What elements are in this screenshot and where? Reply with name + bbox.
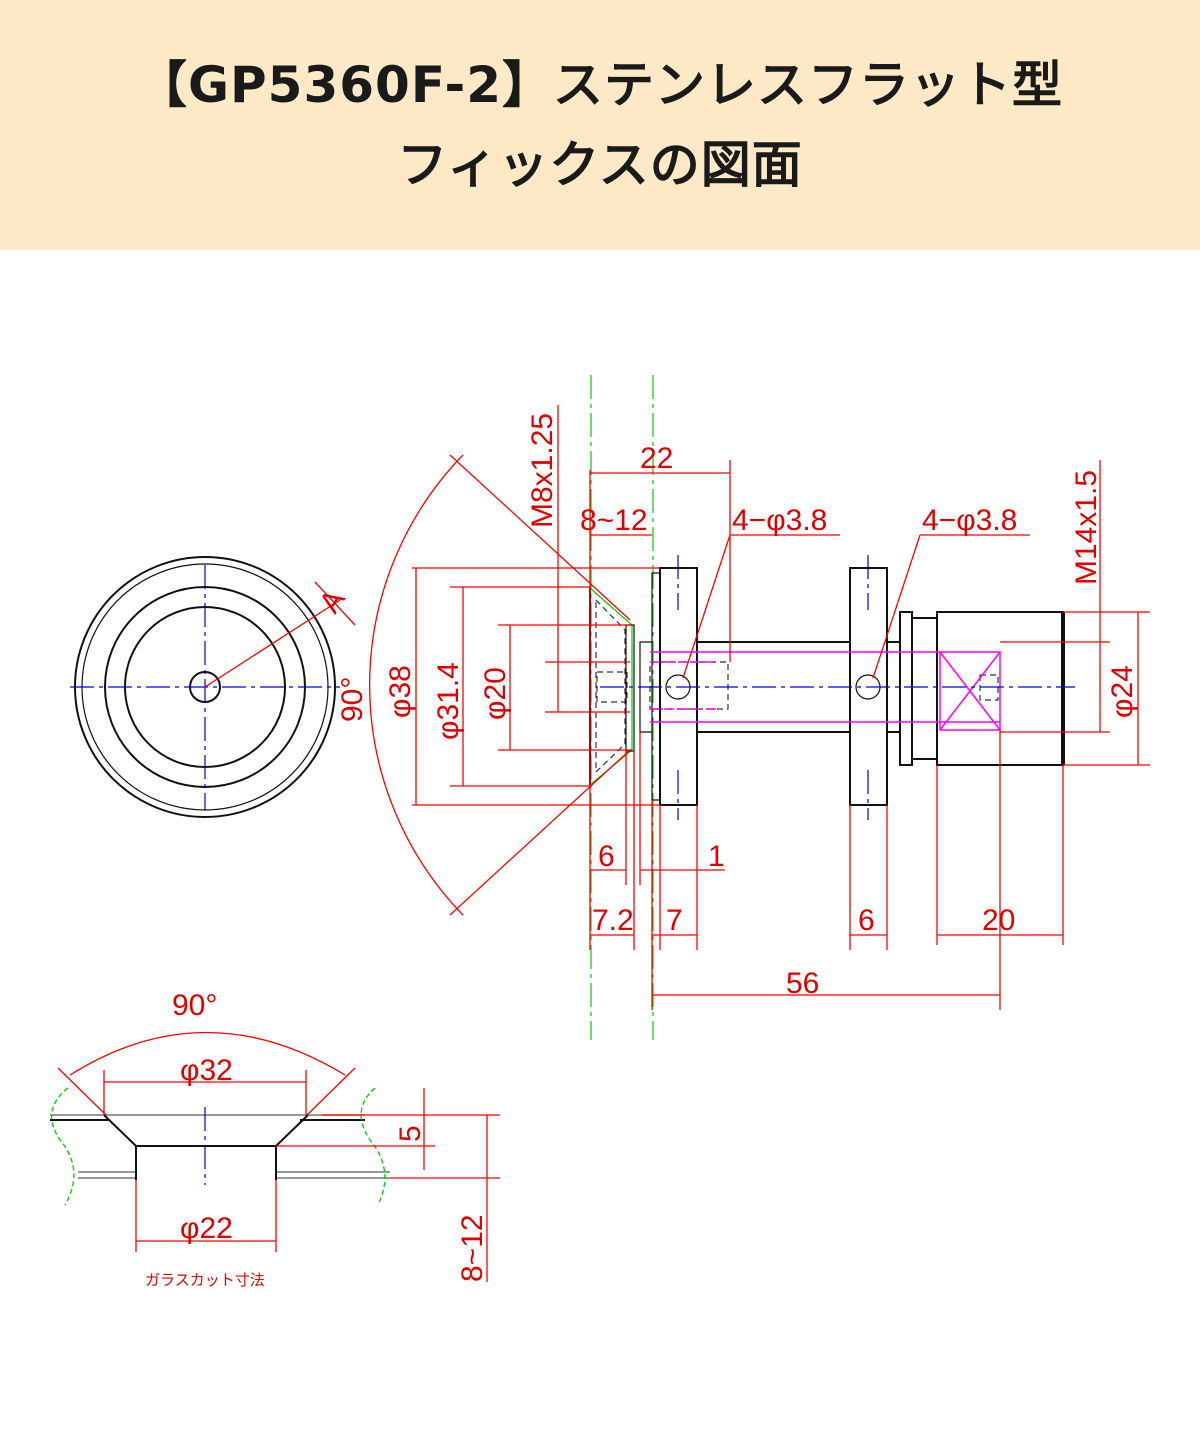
hidden-lines <box>595 598 999 774</box>
page-header: 【GP5360F-2】ステンレスフラット型 フィックスの図面 <box>0 0 1200 250</box>
front-view <box>70 556 356 818</box>
bolt-hidden <box>650 661 720 710</box>
glass-angle-90: 90° <box>172 989 217 1022</box>
glass-cut-caption: ガラスカット寸法 <box>145 1271 265 1289</box>
side-dimension-lines <box>368 405 1150 1010</box>
thread-hidden <box>650 651 1001 731</box>
dim-bolt-thread: M8x1.25 <box>526 413 559 528</box>
dim-dia-38: φ38 <box>384 665 417 718</box>
glass-dia-22: φ22 <box>180 1212 233 1245</box>
side-view <box>589 555 1075 820</box>
dim-1: 1 <box>708 840 725 873</box>
glass-face-lines <box>590 375 654 1040</box>
glass-cut-detail <box>50 1031 500 1282</box>
dim-20: 20 <box>982 904 1015 937</box>
dim-6-top: 6 <box>598 840 615 873</box>
dim-hole-right: 4−φ3.8 <box>922 504 1017 537</box>
title-line-2: フィックスの図面 <box>397 136 803 194</box>
glass-dia-32: φ32 <box>180 1054 233 1087</box>
cut-profile <box>50 1114 365 1180</box>
dim-7: 7 <box>666 904 683 937</box>
section-marker <box>204 581 356 688</box>
dim-22: 22 <box>640 442 673 475</box>
dim-dia-20: φ20 <box>479 667 512 720</box>
glass-edges <box>50 1114 390 1179</box>
nut-and-body <box>899 611 1064 766</box>
front-centerlines <box>70 565 340 810</box>
dim-end-thread: M14x1.5 <box>1070 470 1103 585</box>
glass-depth-5: 5 <box>394 1125 427 1142</box>
cut-dimension-lines <box>57 1031 500 1282</box>
dim-56: 56 <box>786 967 819 1000</box>
dim-hole-left: 4−φ3.8 <box>732 504 827 537</box>
side-centerlines <box>600 555 1075 820</box>
glass-thickness: 8~12 <box>456 1214 489 1282</box>
dim-dia-31-4: φ31.4 <box>432 662 465 740</box>
title-line-1: 【GP5360F-2】ステンレスフラット型 <box>136 56 1063 114</box>
break-lines <box>51 1087 386 1206</box>
dim-glass-thickness: 8~12 <box>580 504 648 537</box>
dim-dia-24: φ24 <box>1106 665 1139 718</box>
dim-angle-90: 90° <box>336 677 369 722</box>
dim-7-2: 7.2 <box>592 904 634 937</box>
dim-6-bottom: 6 <box>858 904 875 937</box>
